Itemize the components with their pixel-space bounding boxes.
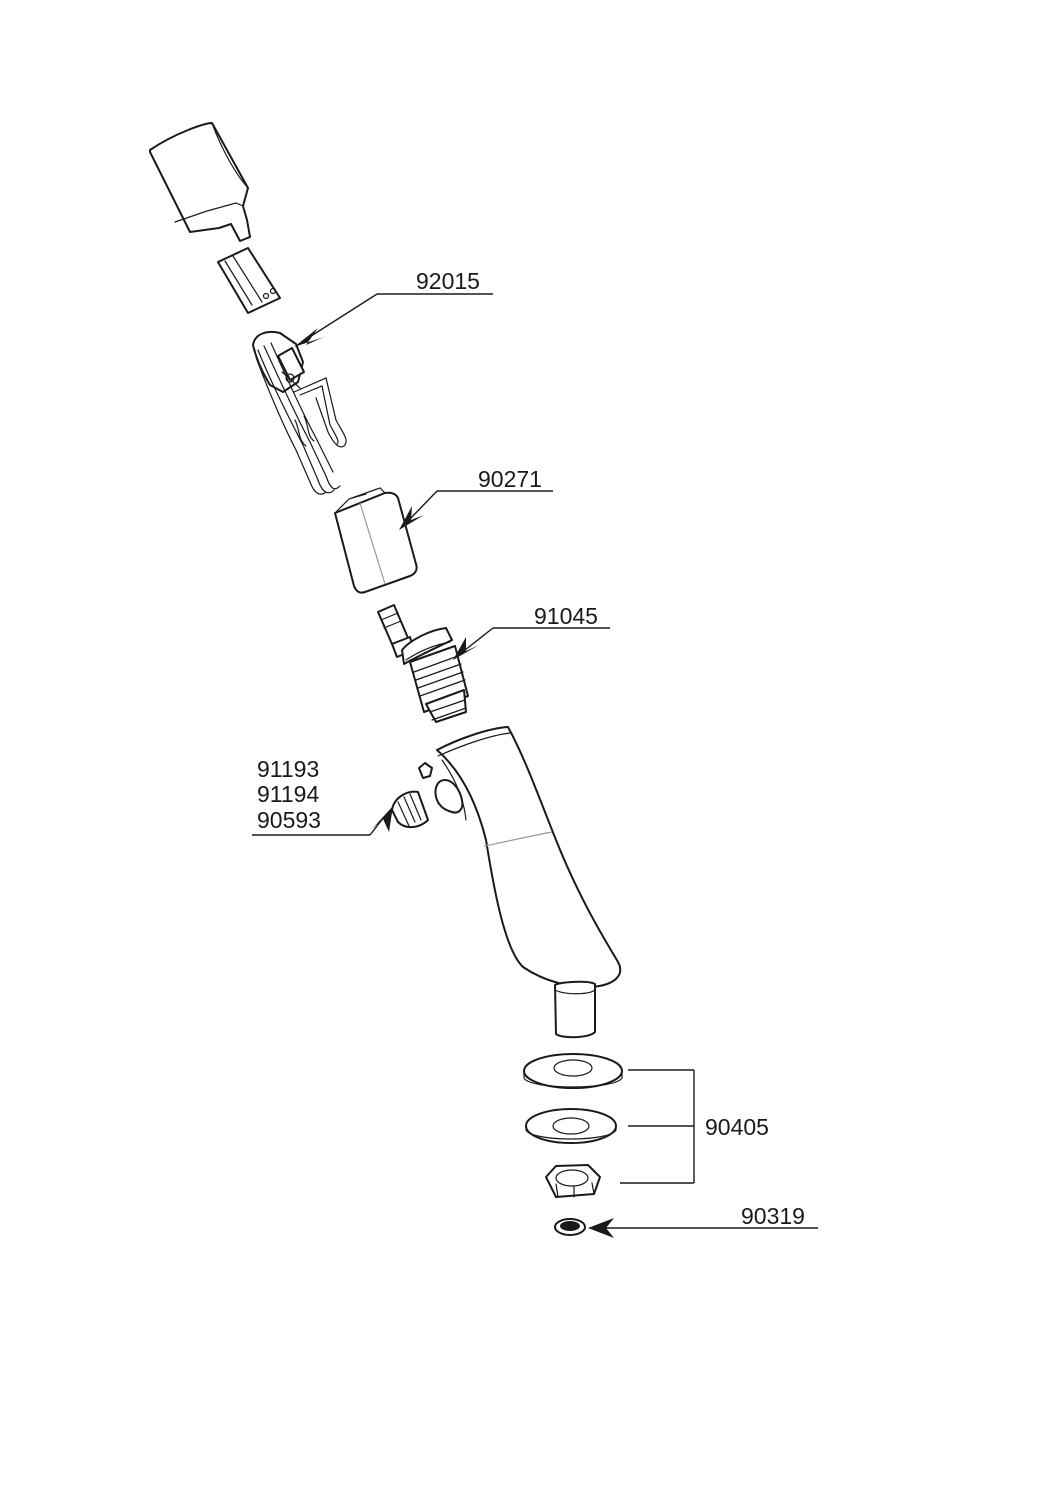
handle-cap: [149, 122, 251, 242]
leader-90271: [399, 490, 553, 530]
leader-90319: [588, 1218, 818, 1238]
washer-1: [523, 1053, 623, 1089]
leader-92015: [294, 293, 493, 347]
part-number-91045: 91045: [534, 603, 598, 629]
aerator-parts: [391, 762, 433, 828]
bracket-assembly-92015: [252, 330, 347, 495]
sleeve-90271: [334, 487, 418, 594]
part-number-91193: 91193: [257, 756, 319, 782]
cartridge-91045: [377, 604, 469, 723]
part-number-91194: 91194: [257, 781, 319, 807]
leader-91045: [453, 627, 610, 660]
spout-body: [434, 726, 622, 1039]
part-number-90405: 90405: [705, 1114, 769, 1140]
leader-aerator: [252, 806, 393, 836]
part-number-90271: 90271: [478, 466, 542, 492]
washer-2: [525, 1108, 617, 1144]
part-number-90319: 90319: [741, 1203, 805, 1229]
bracket-90405: [620, 1069, 695, 1184]
hex-nut: [545, 1164, 601, 1198]
adapter-sleeve: [217, 247, 281, 314]
part-number-92015: 92015: [416, 268, 480, 294]
part-number-90593: 90593: [257, 807, 321, 833]
seal-ring-90319: [554, 1218, 586, 1236]
